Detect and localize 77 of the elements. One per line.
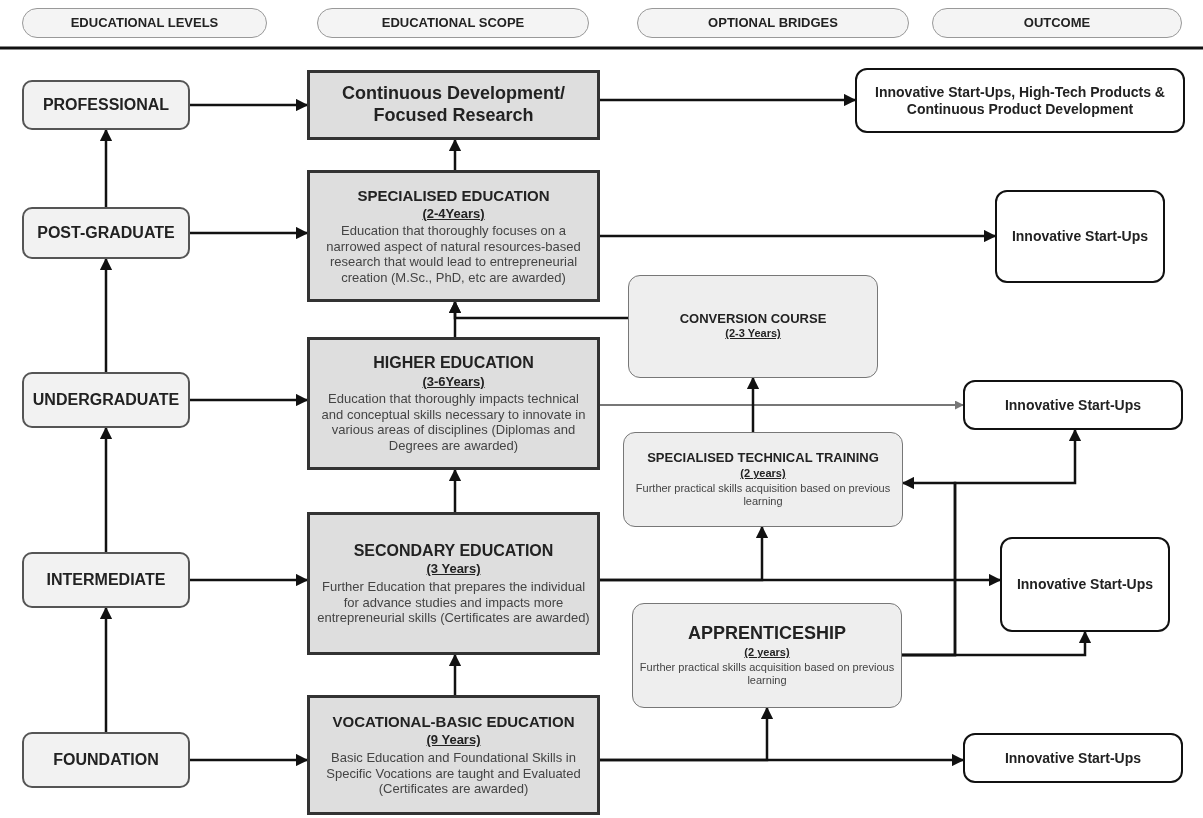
arrow [190,98,309,112]
scope-box [307,695,600,815]
box-label: INTERMEDIATE [46,570,166,590]
arrow [902,428,1082,657]
box-heading: VOCATIONAL-BASIC EDUCATION [332,713,575,732]
box-heading: CONVERSION COURSE [679,310,827,327]
level-box [22,80,190,130]
description-text: Further practical skills acquisition based on previous learning [634,482,892,509]
duration-text: (3-6Years) [422,373,485,390]
outcome-box [1000,537,1170,632]
header-pill [22,8,267,38]
box-label: UNDERGRADUATE [32,390,180,410]
scope-box [307,170,600,302]
box-label: Innovative Start-Ups [1004,396,1142,414]
arrow [599,400,964,410]
box-label: Innovative Start-Ups [1004,749,1142,767]
arrow [448,653,462,695]
arrow [99,128,113,207]
column-header-text: OPTIONAL BRIDGES [708,15,838,31]
duration-text: (9 Years) [426,732,481,748]
arrow [600,229,997,243]
outcome-box [963,733,1183,783]
bridge-box [632,603,902,708]
description-text: Education that thoroughly focuses on a narrowed aspect of natural resources-based research that would lead to entrepreneurial creation (M.Sc., PhD, etc are awarded) [325,223,582,286]
box-label: FOUNDATION [53,750,159,770]
box-heading: SPECIALISED TECHNICAL TRAINING [647,450,879,466]
column-header-text: EDUCATIONAL LEVELS [70,15,219,31]
arrow [190,573,309,587]
arrow [600,93,857,107]
outcome-box [855,68,1185,133]
level-box [22,552,190,608]
description-text: Education that thoroughly impacts technical and conceptual skills necessary to innovate in various areas of disciplines (Diplomas and Degrees are awarded) [320,391,587,454]
header-pill [317,8,589,38]
arrow [600,573,1002,587]
arrow [448,138,462,170]
outcome-box [995,190,1165,283]
level-box [22,732,190,788]
bridge-box [628,275,878,378]
duration-text: (2 years) [740,467,786,481]
box-heading: SECONDARY EDUCATION [353,541,554,561]
arrow [99,426,113,552]
arrow [190,226,309,240]
arrow [190,393,309,407]
box-label: Innovative Start-Ups [1011,228,1149,245]
description-text: Basic Education and Foundational Skills in Specific Vocations are taught and Evaluated (Certificates are awarded) [325,749,582,797]
description-text: Further practical skills acquisition based on previous learning [639,661,895,688]
arrow [448,300,628,320]
level-box [22,207,190,259]
arrow [600,753,965,767]
outcome-box [963,380,1183,430]
arrow [448,468,462,512]
arrow [746,376,760,432]
description-text: Further Education that prepares the individual for advance studies and impacts more entrepreneurial skills (Certificates are awarded) [316,579,591,626]
box-label: Continuous Development/ Focused Research [341,83,566,127]
scope-box [307,512,600,655]
box-label: PROFESSIONAL [42,95,170,115]
column-header-text: EDUCATIONAL SCOPE [381,15,525,31]
duration-text: (3 Years) [426,561,481,577]
box-heading: APPRENTICESHIP [688,623,846,645]
box-heading: HIGHER EDUCATION [373,353,534,373]
box-heading: SPECIALISED EDUCATION [357,186,550,205]
box-label: Innovative Start-Ups [1016,576,1154,593]
arrow [190,753,309,767]
header-pill [932,8,1182,38]
column-header-text: OUTCOME [1023,15,1091,31]
arrow [99,606,113,732]
box-label: Innovative Start-Ups, High-Tech Products & Continuous Product Development [874,83,1166,118]
arrow [99,257,113,372]
duration-text: (2-3 Years) [725,327,781,341]
scope-box [307,70,600,140]
bridge-box [623,432,903,527]
duration-text: (2 years) [744,646,790,660]
box-label: POST-GRADUATE [37,223,175,243]
scope-box [307,337,600,470]
level-box [22,372,190,428]
duration-text: (2-4Years) [422,205,485,222]
header-pill [637,8,909,38]
